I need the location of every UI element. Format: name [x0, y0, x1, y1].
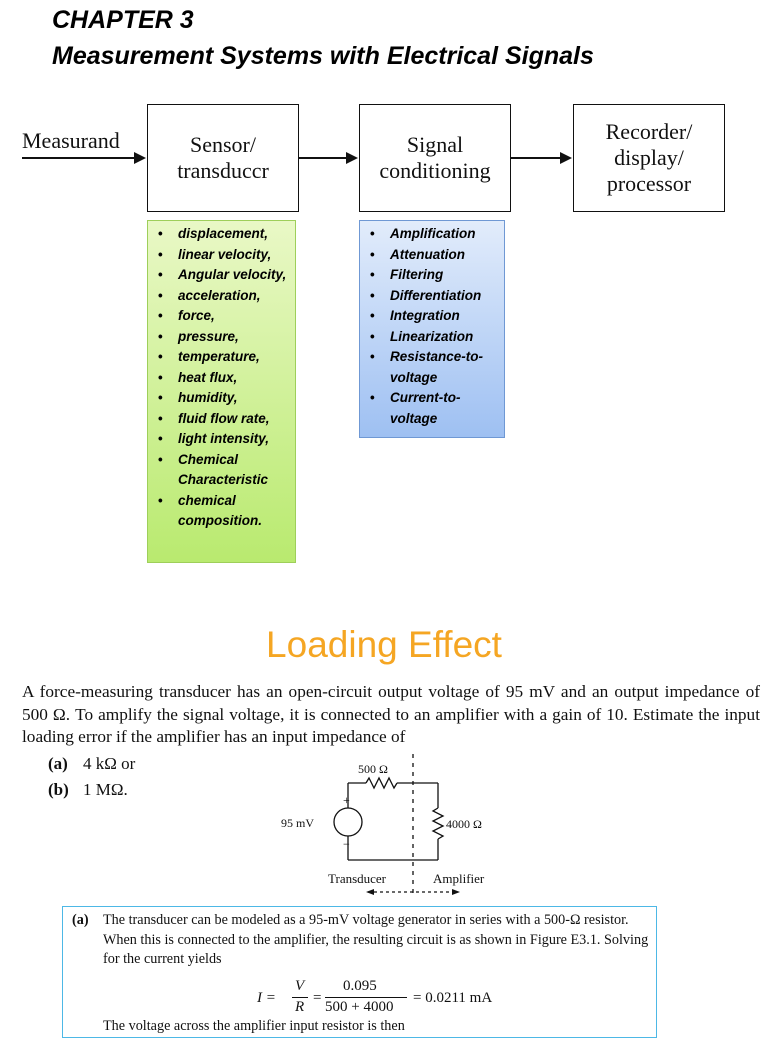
recorder-block-line1: Recorder/ — [605, 119, 693, 144]
source-plus-sign: + — [343, 793, 350, 807]
sensor-block-line2: transduccr — [177, 158, 269, 183]
formula-v: V — [295, 978, 305, 994]
solution-text: The transducer can be modeled as a 95-mV… — [103, 912, 649, 967]
sensor-list-item: humidity, — [148, 388, 295, 409]
input-arrow-line — [22, 157, 134, 159]
chapter-subtitle: Measurement Systems with Electrical Sign… — [52, 42, 594, 70]
sensor-list-item: pressure, — [148, 327, 295, 348]
sensor-list-item: force, — [148, 306, 295, 327]
load-resistor-symbol — [431, 807, 445, 840]
fraction-bar-vr — [292, 997, 308, 998]
part-b-text: 1 MΩ. — [83, 780, 128, 799]
conditioning-list-item: Attenuation — [360, 245, 504, 266]
recorder-display-block: Recorder/ display/ processor — [573, 104, 725, 212]
recorder-block-line3: processor — [606, 171, 692, 196]
series-resistor-label: 500 Ω — [358, 762, 388, 776]
source-minus-sign: − — [343, 837, 350, 851]
arrow-line-1 — [298, 157, 346, 159]
arrow-head-2 — [560, 152, 572, 164]
conditioning-block-line1: Signal — [406, 132, 464, 157]
sensor-list-item: heat flux, — [148, 368, 295, 389]
part-a-label: (a) — [48, 754, 68, 773]
conditioning-list-item: Linearization — [360, 327, 504, 348]
fraction-bar-main — [325, 997, 407, 998]
chapter-heading: CHAPTER 3 — [52, 6, 194, 34]
solution-part-label: (a) — [72, 912, 89, 928]
sensor-list-item: Chemical Characteristic — [148, 450, 295, 491]
problem-statement: A force-measuring transducer has an open… — [22, 682, 760, 746]
recorder-block-line2: display/ — [614, 145, 684, 170]
loading-effect-title: Loading Effect — [266, 624, 502, 665]
sensor-list-item: chemical composition. — [148, 491, 295, 532]
input-arrow-head — [134, 152, 146, 164]
sensor-list-item: fluid flow rate, — [148, 409, 295, 430]
conditioning-list-item: Filtering — [360, 265, 504, 286]
arrow-line-2 — [510, 157, 560, 159]
sensor-block-line1: Sensor/ — [190, 132, 256, 157]
formula-r: R — [295, 999, 305, 1015]
conditioning-list-item: Integration — [360, 306, 504, 327]
sensor-list-item: temperature, — [148, 347, 295, 368]
formula-numerator: 0.095 — [343, 978, 377, 994]
measurand-label: Measurand — [22, 128, 120, 153]
formula-denominator: 500 + 4000 — [325, 999, 394, 1015]
arrow-head-1 — [346, 152, 358, 164]
voltage-source-symbol — [333, 807, 363, 837]
interface-arrow-right-head — [452, 889, 460, 895]
signal-conditioning-block: Signal conditioning — [359, 104, 511, 212]
conditioning-list-item: Amplification — [360, 224, 504, 245]
source-voltage-label: 95 mV — [281, 816, 314, 830]
sensor-transducer-block: Sensor/ transduccr — [147, 104, 299, 212]
part-a-text: 4 kΩ or — [83, 754, 136, 773]
conditioning-list-item: Current-to-voltage — [360, 388, 504, 429]
circuit-diagram: 500 Ω 4000 Ω 95 mV + − Transducer Amplif… — [281, 754, 485, 897]
series-resistor-symbol — [365, 776, 398, 790]
conditioning-list-item: Resistance-to-voltage — [360, 347, 504, 388]
solution-box: (a) The transducer can be modeled as a 9… — [62, 906, 657, 1038]
formula-i: I = — [257, 990, 276, 1006]
sensor-measurand-list: displacement, linear velocity, Angular v… — [147, 220, 296, 563]
interface-arrow-left-head — [366, 889, 374, 895]
current-formula: I = V R = 0.095 500 + 4000 = 0.0211 mA — [63, 978, 656, 1019]
amplifier-label: Amplifier — [433, 871, 485, 886]
part-b-label: (b) — [48, 780, 69, 799]
sensor-list-item: Angular velocity, — [148, 265, 295, 286]
part-a: (a) 4 kΩ or — [48, 754, 135, 774]
sensor-list-item: linear velocity, — [148, 245, 295, 266]
conditioning-block-line2: conditioning — [379, 158, 491, 183]
formula-result: = 0.0211 mA — [413, 990, 493, 1006]
conditioning-list-item: Differentiation — [360, 286, 504, 307]
transducer-label: Transducer — [328, 871, 387, 886]
sensor-list-item: acceleration, — [148, 286, 295, 307]
signal-conditioning-list: Amplification Attenuation Filtering Diff… — [359, 220, 505, 438]
formula-equals: = — [313, 990, 322, 1006]
sensor-list-item: light intensity, — [148, 429, 295, 450]
load-resistor-label: 4000 Ω — [446, 817, 482, 831]
solution-next-line: The voltage across the amplifier input r… — [103, 1018, 405, 1034]
sensor-list-item: displacement, — [148, 224, 295, 245]
part-b: (b) 1 MΩ. — [48, 780, 128, 800]
